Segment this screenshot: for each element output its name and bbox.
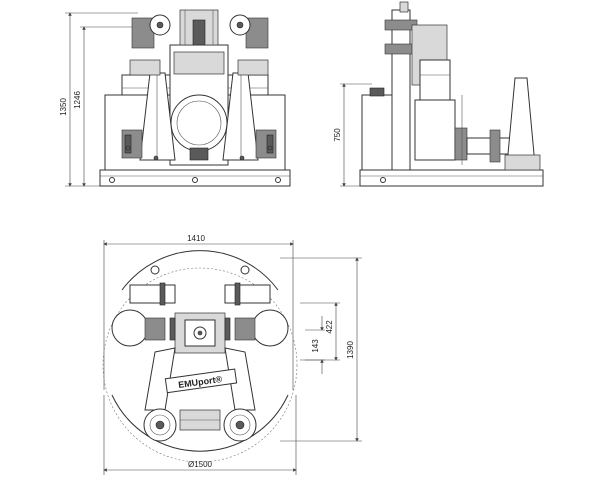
front-view: 1350 1246 bbox=[59, 9, 291, 187]
emuport-logo: EMUport® bbox=[164, 368, 238, 394]
top-dim-offset-b-label: 143 bbox=[311, 339, 320, 353]
side-view: 750 bbox=[333, 1, 544, 187]
top-dim-offset-a-label: 422 bbox=[325, 320, 334, 334]
top-dim-offset-b: 143 bbox=[305, 316, 325, 374]
side-dim-height-label: 750 bbox=[333, 128, 342, 142]
front-dim-inner-height: 1246 bbox=[73, 26, 140, 187]
front-dim-total-height: 1350 bbox=[59, 12, 138, 187]
top-dim-width-label: 1410 bbox=[187, 234, 205, 243]
top-dim-width: 1410 bbox=[103, 234, 294, 390]
side-dim-height: 750 bbox=[333, 83, 372, 187]
top-dim-diameter-label: Ø1500 bbox=[188, 460, 213, 469]
top-dim-depth: 1390 bbox=[280, 257, 362, 442]
top-view: 1410 1390 422 143 Ø15 bbox=[102, 234, 362, 475]
top-dim-diameter: Ø1500 bbox=[103, 395, 297, 475]
front-dim-total-height-label: 1350 bbox=[59, 98, 68, 116]
front-dim-inner-height-label: 1246 bbox=[73, 91, 82, 109]
top-dim-offset-a: 422 bbox=[300, 302, 340, 361]
top-dim-depth-label: 1390 bbox=[346, 341, 355, 359]
